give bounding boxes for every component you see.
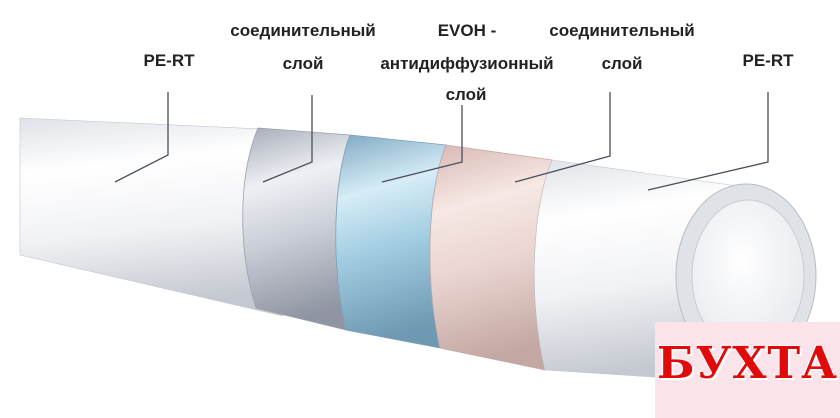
adhesive-layer-left <box>242 127 351 331</box>
adhesive-layer-right <box>429 144 553 371</box>
watermark-text: БУХТА <box>656 338 839 389</box>
leader-line-adhesive-left <box>262 95 313 183</box>
label-adhesive-left-line2: слой <box>282 54 324 73</box>
leader-line-adhesive-right <box>514 92 611 183</box>
label-pe-rt-left: PE-RT <box>143 51 195 70</box>
label-adhesive-right-line2: слой <box>601 54 643 73</box>
label-evoh-line2: антидиффузионный <box>380 54 554 73</box>
evoh-layer <box>335 134 447 349</box>
label-evoh-line1: EVOH - <box>437 21 497 40</box>
leader-line-evoh <box>381 105 463 183</box>
leader-line-pe-rt-left <box>114 92 169 183</box>
leader-line-pe-rt-right <box>647 92 769 191</box>
label-adhesive-left-line1: соединительный <box>230 21 376 40</box>
label-adhesive-right-line1: соединительный <box>549 21 695 40</box>
watermark-logo: БУХТА <box>655 322 840 418</box>
label-evoh-line3: слой <box>445 85 487 104</box>
label-pe-rt-right: PE-RT <box>742 51 794 70</box>
